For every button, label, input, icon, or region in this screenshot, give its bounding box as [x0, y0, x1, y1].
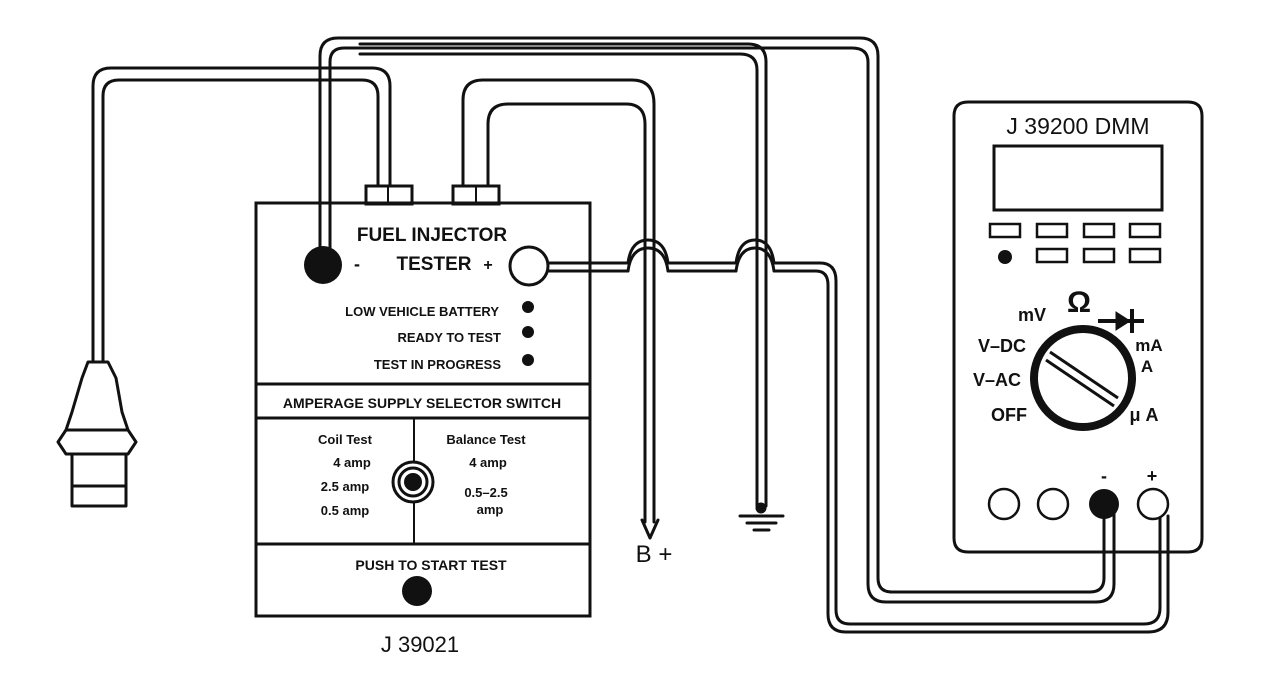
- battery-lead-outer: [461, 78, 656, 524]
- dial-label-vac: V–AC: [973, 370, 1021, 390]
- dmm-body: [952, 100, 1204, 554]
- coil-value-4amp: 4 amp: [333, 455, 371, 470]
- injector-connector-collar: [56, 428, 138, 456]
- indicator-label-ready: READY TO TEST: [397, 330, 501, 345]
- tester-model-label: J 39021: [381, 632, 459, 657]
- ground-lead-outer: [358, 42, 768, 508]
- dmm-button[interactable]: [1082, 247, 1116, 264]
- coil-value-0.5amp: 0.5 amp: [321, 503, 369, 518]
- balance-test-heading: Balance Test: [446, 432, 526, 447]
- diode-icon: [1098, 309, 1144, 333]
- dmm-jack[interactable]: [987, 487, 1021, 521]
- battery-arrow-icon: [640, 518, 660, 540]
- injector-connector-body: [70, 452, 128, 508]
- dmm-rotary-dial[interactable]: [1030, 325, 1136, 431]
- indicator-label-low-battery: LOW VEHICLE BATTERY: [345, 304, 499, 319]
- selector-switch-title: AMPERAGE SUPPLY SELECTOR SWITCH: [283, 395, 561, 411]
- dmm-jack-minus-label: -: [1101, 466, 1107, 486]
- dmm-button[interactable]: [1082, 222, 1116, 239]
- dmm-plus-jack[interactable]: [1136, 487, 1170, 521]
- injector-harness-wire-inner: [101, 78, 380, 364]
- dmm-jack[interactable]: [1036, 487, 1070, 521]
- dmm-model-label: J 39200 DMM: [1006, 113, 1149, 139]
- push-to-start-label: PUSH TO START TEST: [355, 557, 507, 573]
- wiring: [91, 36, 1170, 634]
- digital-multimeter: J 39200 DMM mV Ω V–DC V–AC OFF mA A μ A: [952, 100, 1204, 554]
- dial-label-ohm: Ω: [1067, 286, 1091, 319]
- dial-label-off: OFF: [991, 405, 1027, 425]
- dial-label-vdc: V–DC: [978, 336, 1026, 356]
- coil-value-2.5amp: 2.5 amp: [321, 479, 369, 494]
- meter-minus-wire-inner: [328, 46, 1116, 604]
- dmm-button[interactable]: [1035, 247, 1069, 264]
- meter-plus-wire-inner: [546, 246, 1170, 634]
- tester-body: [254, 201, 592, 618]
- meter-minus-wire-outer: [318, 36, 1106, 594]
- tester-minus-label: -: [354, 254, 360, 274]
- indicator-label-in-progress: TEST IN PROGRESS: [374, 357, 501, 372]
- tester-title-line2: TESTER: [397, 254, 472, 275]
- battery-positive-label: B +: [636, 541, 673, 568]
- fuel-injector-tester: FUEL INJECTOR - TESTER + LOW VEHICLE BAT…: [254, 184, 592, 657]
- tester-minus-jack[interactable]: [304, 246, 342, 284]
- dial-label-ua: μ A: [1129, 405, 1158, 425]
- dmm-minus-jack[interactable]: [1089, 489, 1119, 519]
- dial-label-a: A: [1141, 357, 1153, 376]
- dmm-display: [992, 144, 1164, 212]
- dmm-jack-plus-label: +: [1147, 466, 1158, 486]
- meter-plus-wire-outer: [546, 238, 1162, 626]
- indicator-light-low-battery: [522, 301, 534, 313]
- balance-value-4amp: 4 amp: [469, 455, 507, 470]
- dial-label-mv: mV: [1018, 305, 1046, 325]
- dial-pointer: [1045, 350, 1119, 408]
- tester-plus-label: +: [483, 257, 492, 274]
- balance-value-unit: amp: [477, 502, 504, 517]
- dmm-power-dot: [998, 250, 1012, 264]
- dial-label-ma: mA: [1135, 336, 1162, 355]
- dmm-button[interactable]: [988, 222, 1022, 239]
- tester-plus-jack[interactable]: [508, 245, 550, 287]
- coil-test-heading: Coil Test: [318, 432, 373, 447]
- balance-value-range: 0.5–2.5: [464, 485, 507, 500]
- tester-title-line1: FUEL INJECTOR: [357, 225, 508, 246]
- dmm-button[interactable]: [1035, 222, 1069, 239]
- injector-harness-wire: [91, 66, 392, 364]
- battery-lead-inner: [486, 102, 647, 524]
- ground-lead-inner: [358, 52, 759, 508]
- start-test-button[interactable]: [402, 576, 432, 606]
- dmm-button[interactable]: [1128, 247, 1162, 264]
- ground-icon: [738, 502, 785, 532]
- indicator-light-in-progress: [522, 354, 534, 366]
- indicator-light-ready: [522, 326, 534, 338]
- injector-connector: [56, 360, 138, 508]
- dmm-button[interactable]: [1128, 222, 1162, 239]
- injector-connector-neck: [64, 360, 130, 432]
